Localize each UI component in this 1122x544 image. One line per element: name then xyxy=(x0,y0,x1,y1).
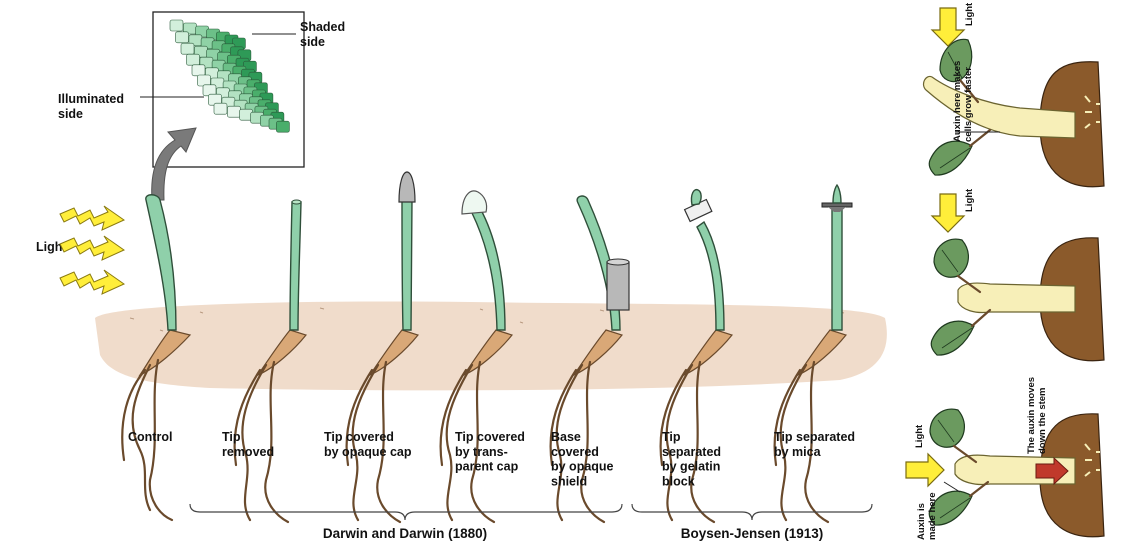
cell xyxy=(187,54,200,65)
top-light-label: Light xyxy=(964,2,975,26)
opaque-cap xyxy=(399,172,415,202)
auxin-made-note: Auxin ismade here xyxy=(916,492,938,540)
arrow-down-icon xyxy=(932,194,964,232)
panel-bottom: Light Auxin ismade here The auxin movesd… xyxy=(906,377,1104,540)
opaque-shield xyxy=(607,262,629,310)
auxin-moves-note: The auxin movesdown the stem xyxy=(1026,377,1048,454)
transparent-cap xyxy=(462,191,487,214)
cell xyxy=(192,65,205,76)
cell xyxy=(276,121,289,132)
group-boysen-jensen-label: Boysen-Jensen (1913) xyxy=(681,526,824,541)
cell xyxy=(170,20,183,31)
bottom-light-label: Light xyxy=(914,424,925,448)
label-control: Control xyxy=(128,430,172,444)
cell xyxy=(181,43,194,54)
cell xyxy=(214,103,227,114)
lightning-bolt-icon xyxy=(60,206,124,230)
panel-middle: Light xyxy=(931,188,1104,361)
group-darwin-label: Darwin and Darwin (1880) xyxy=(323,526,487,541)
light-bolts xyxy=(60,206,124,294)
mica-bar xyxy=(828,207,846,212)
middle-light-label: Light xyxy=(964,188,975,212)
cell xyxy=(198,75,211,86)
lightning-bolt-icon xyxy=(60,270,124,294)
panel-top: Light Auxin here makescells grow faster xyxy=(924,2,1104,187)
cell xyxy=(176,32,189,43)
cell xyxy=(227,106,240,117)
top-auxin-note: Auxin here makescells grow faster xyxy=(952,61,974,142)
lightning-bolt-icon xyxy=(60,236,124,260)
arrow-right-icon xyxy=(906,454,944,486)
